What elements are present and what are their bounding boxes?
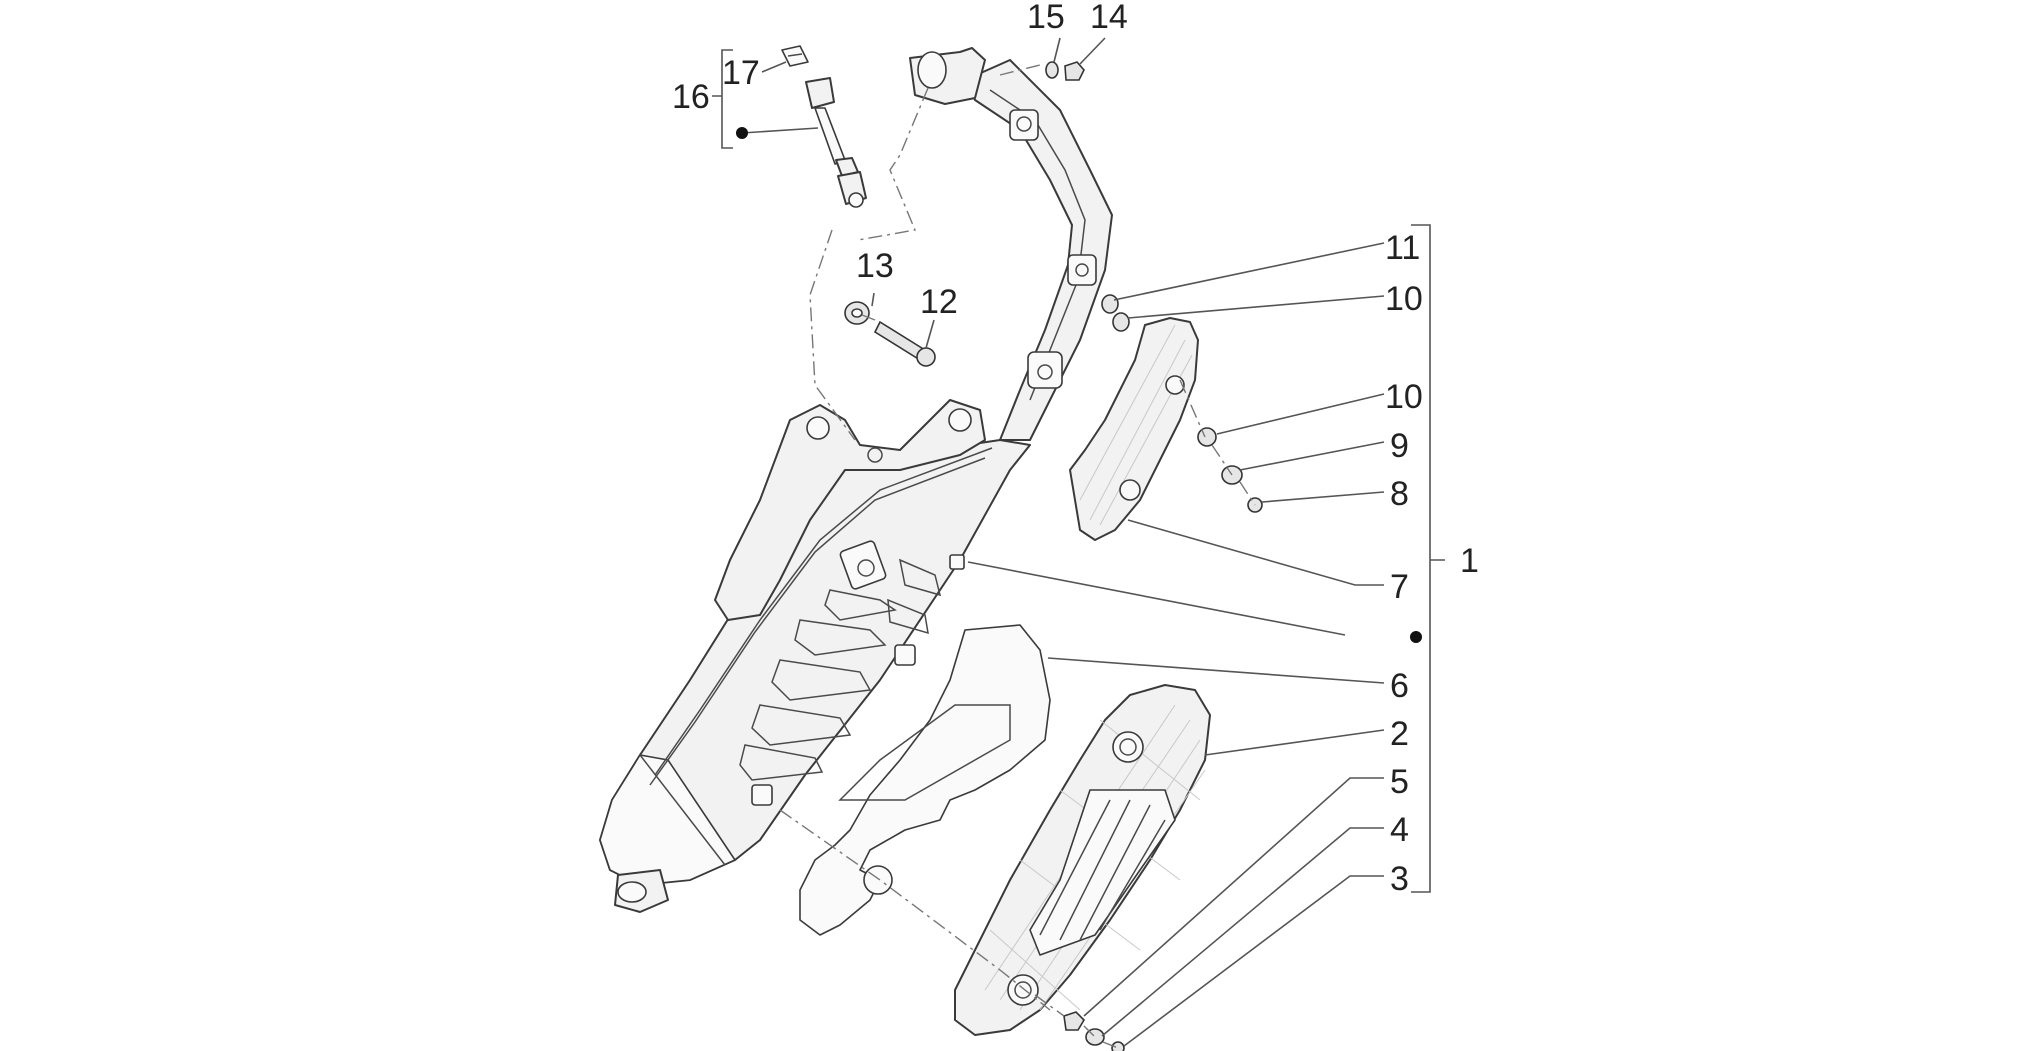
heat-shield-vent	[1029, 789, 1176, 956]
group-bracket-16	[712, 49, 733, 149]
callout-14: 14	[1090, 0, 1128, 36]
group-bracket-1	[1411, 224, 1445, 893]
washer-10-upper	[1112, 312, 1130, 332]
callout-7: 7	[1390, 568, 1409, 606]
callout-11: 11	[1385, 229, 1420, 267]
assembly-path-right	[1179, 379, 1256, 506]
muffler-clip-lower	[751, 784, 773, 806]
pipe-bracket-lower	[1027, 351, 1063, 389]
pipe-bracket-upper	[1009, 109, 1039, 141]
oxygen-sensor	[805, 77, 867, 208]
muffler-end-cap	[599, 754, 736, 886]
exhaust-header-pipe	[964, 59, 1113, 441]
group-dot-16	[736, 127, 748, 139]
callout-12: 12	[920, 283, 958, 321]
callout-9: 9	[1390, 427, 1409, 465]
muffler-ribs	[739, 558, 942, 781]
leader-lines	[741, 37, 1385, 1047]
muffler-clip-right	[894, 644, 916, 666]
callout-4: 4	[1390, 811, 1409, 849]
callout-17: 17	[722, 54, 760, 92]
washer-15	[1045, 61, 1059, 79]
assembly-path-lower	[779, 809, 1051, 1011]
muffler-mount-arm	[714, 399, 986, 621]
assembly-path-lower-right	[1034, 994, 1119, 1049]
screw-3	[1111, 1041, 1125, 1051]
callout-8: 8	[1390, 475, 1409, 513]
callout-10-lower: 10	[1385, 378, 1423, 416]
callout-16: 16	[672, 78, 710, 116]
callout-3: 3	[1390, 860, 1409, 898]
assembly-path-sensor	[809, 64, 1041, 441]
bolt-12	[873, 320, 936, 367]
washer-10-lower	[1197, 427, 1217, 447]
callout-labels: 1 2 3 4 5 6 7 8 9 10 10 11 12 13 14 15 1…	[672, 0, 1479, 898]
pipe-heat-shield	[1069, 317, 1199, 541]
callout-13: 13	[856, 247, 894, 285]
callout-10-upper: 10	[1385, 280, 1423, 318]
heat-shield	[954, 684, 1211, 1036]
group-dot-1	[1410, 631, 1422, 643]
callout-6: 6	[1390, 667, 1409, 705]
callout-15: 15	[1027, 0, 1065, 36]
callout-5: 5	[1390, 763, 1409, 801]
washer-11	[1101, 294, 1119, 314]
nut-14	[1064, 61, 1085, 81]
nut-5	[1063, 1011, 1086, 1031]
muffler-assembly	[599, 47, 1113, 913]
callout-1: 1	[1460, 542, 1479, 580]
sensor-clip	[781, 45, 809, 67]
callout-2: 2	[1390, 715, 1409, 753]
gasket-hole	[863, 865, 893, 895]
pipe-bracket-mid	[1067, 254, 1097, 286]
sensor-boss	[839, 540, 887, 590]
assembly-path-bolt	[861, 314, 876, 321]
washer-13	[844, 301, 870, 325]
muffler-tab	[949, 554, 965, 570]
